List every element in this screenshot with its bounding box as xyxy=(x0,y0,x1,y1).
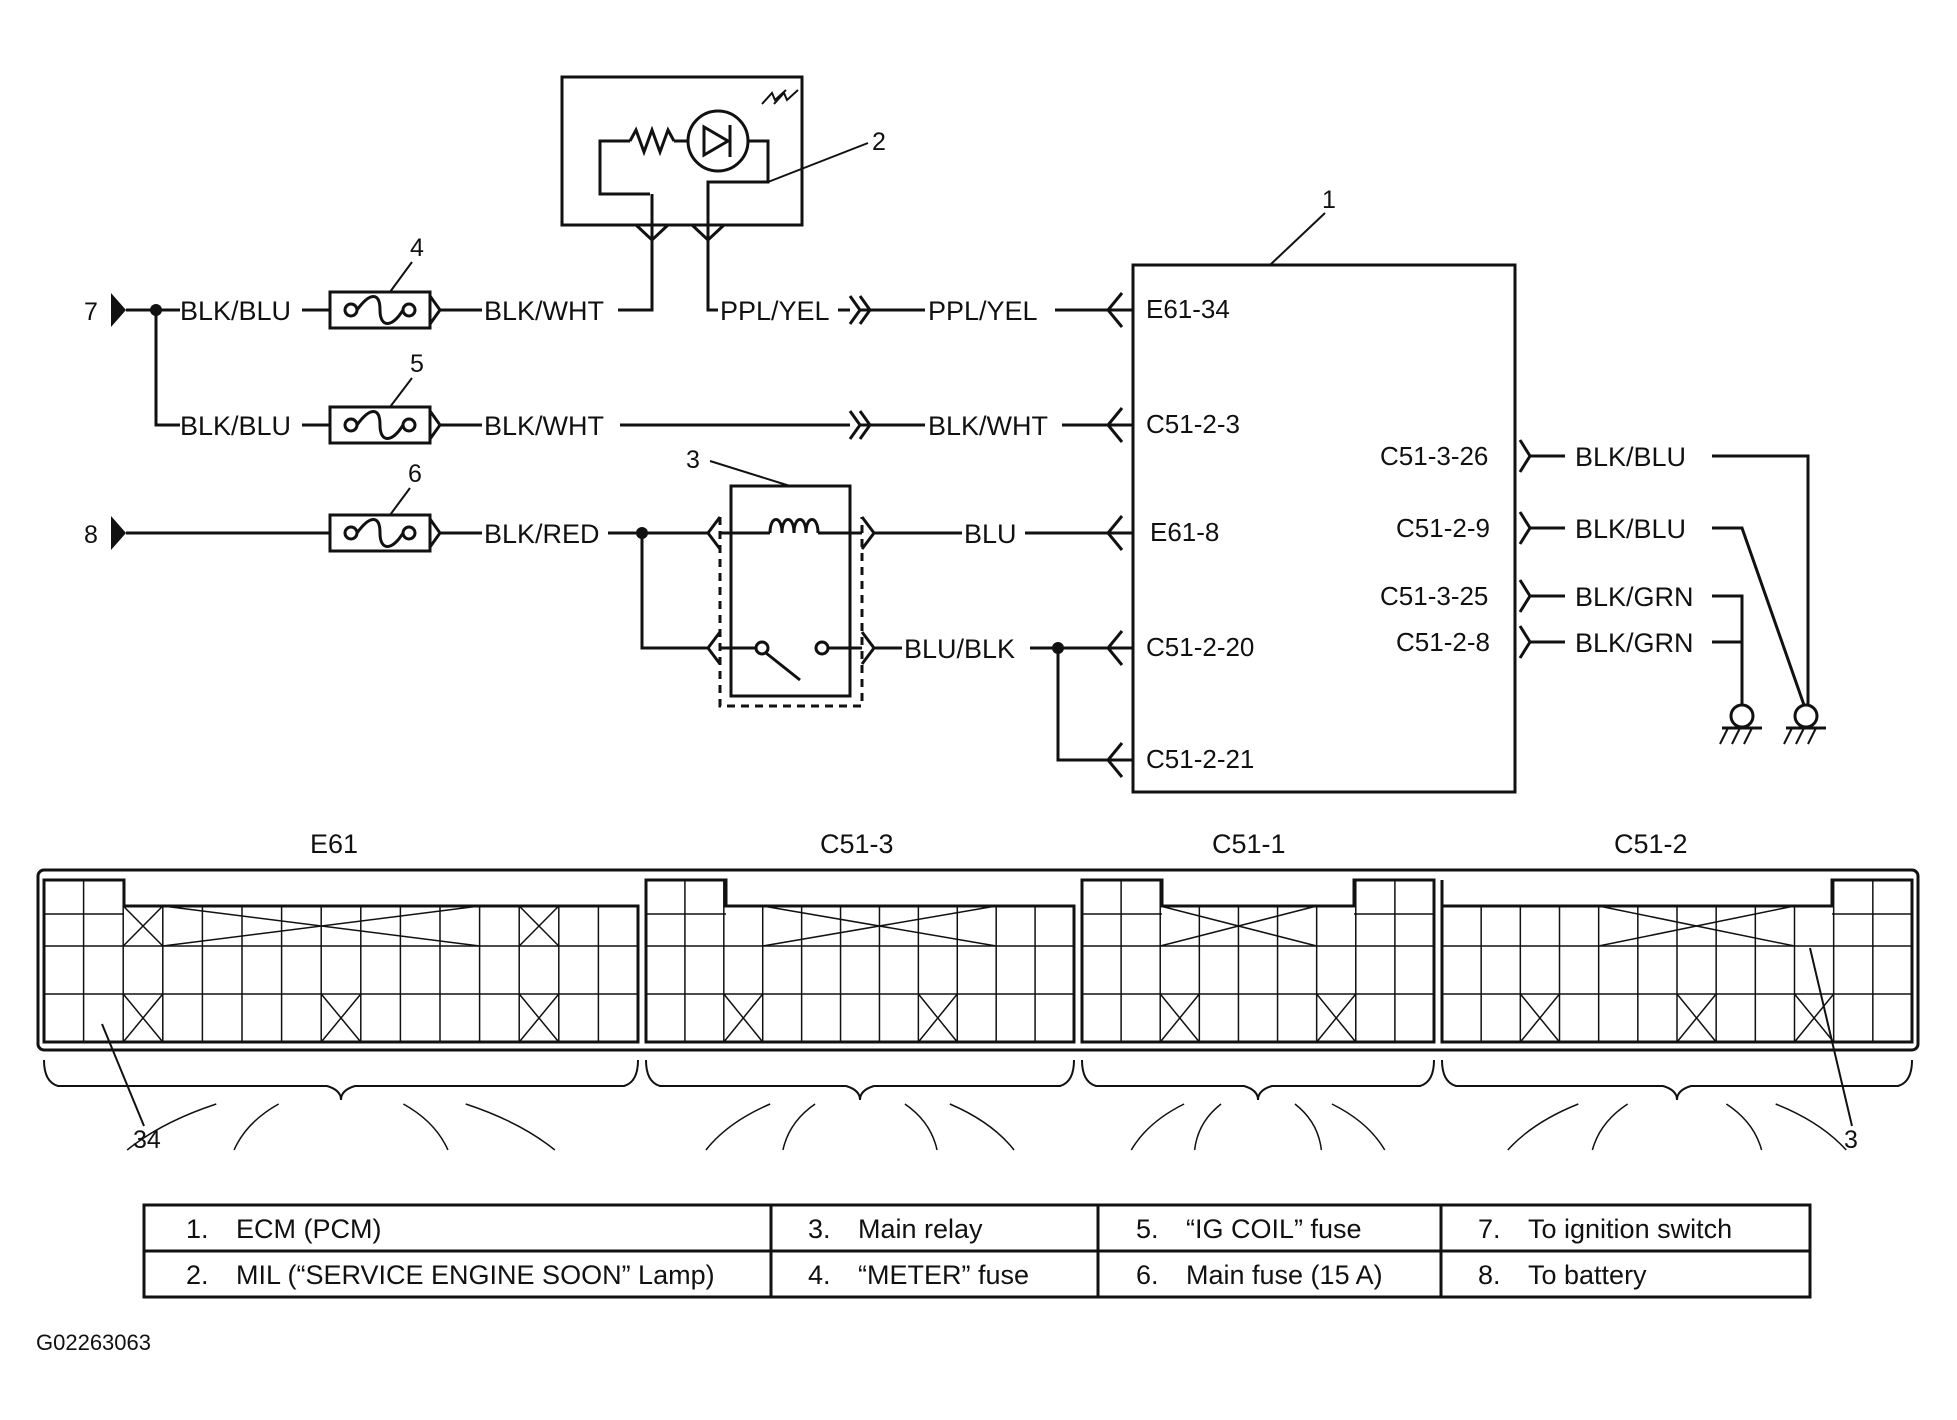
legend-table: 1. ECM (PCM) 2. MIL (“SERVICE ENGINE SOO… xyxy=(142,1203,1812,1299)
pin-c51-3-25: C51-3-25 xyxy=(1380,581,1488,611)
ignition-terminal-icon xyxy=(111,293,126,327)
main-fuse-icon xyxy=(328,513,442,553)
legend-num-1: 1. xyxy=(186,1214,209,1244)
legend-text-5: “IG COIL” fuse xyxy=(1186,1214,1362,1244)
legend-text-7: To ignition switch xyxy=(1528,1214,1732,1244)
callout-4: 4 xyxy=(410,234,424,262)
ecm-box: 1 xyxy=(1131,186,1517,794)
wire-r-blk-blu-2: BLK/BLU xyxy=(1575,514,1686,544)
wire-r-blk-grn-2: BLK/GRN xyxy=(1575,628,1694,658)
callout-2: 2 xyxy=(872,128,886,156)
legend-num-4: 4. xyxy=(808,1260,831,1290)
pin-c51-3-26: C51-3-26 xyxy=(1380,441,1488,471)
wire-blk-blu-top: BLK/BLU xyxy=(180,296,291,326)
legend-text-6: Main fuse (15 A) xyxy=(1186,1260,1383,1290)
row-ignition-meter: 7 BLK/BLU 4 BLK/WHT PPL/YEL PPL/YEL E61-… xyxy=(84,234,1230,330)
legend-num-8: 8. xyxy=(1478,1260,1501,1290)
connector-label-c51-3: C51-3 xyxy=(820,829,894,859)
callout-34: 34 xyxy=(133,1126,161,1154)
callout-3: 3 xyxy=(686,446,700,474)
pin-c51-2-3: C51-2-3 xyxy=(1146,409,1240,439)
main-relay: 3 xyxy=(686,446,876,708)
connector-label-c51-1: C51-1 xyxy=(1212,829,1286,859)
battery-terminal-icon xyxy=(111,516,126,550)
figure-code: G02263063 xyxy=(36,1330,151,1355)
callout-7: 7 xyxy=(84,298,98,326)
ground-circuits: C51-3-26 C51-2-9 C51-3-25 C51-2-8 BLK/BL… xyxy=(1380,439,1826,745)
legend-num-2: 2. xyxy=(186,1260,209,1290)
pin-e61-34: E61-34 xyxy=(1146,294,1230,324)
legend-text-3: Main relay xyxy=(858,1214,983,1244)
pin-e61-8: E61-8 xyxy=(1150,517,1219,547)
wire-blk-wht-mid-right: BLK/WHT xyxy=(928,411,1048,441)
legend-num-3: 3. xyxy=(808,1214,831,1244)
callout-1: 1 xyxy=(1322,186,1336,214)
wire-r-blk-blu-1: BLK/BLU xyxy=(1575,442,1686,472)
wire-r-blk-grn-1: BLK/GRN xyxy=(1575,582,1694,612)
legend-num-5: 5. xyxy=(1136,1214,1159,1244)
pin-c51-2-9: C51-2-9 xyxy=(1396,513,1490,543)
ground-icon xyxy=(1719,703,1762,745)
callout-3-right: 3 xyxy=(1844,1126,1858,1154)
connector-face-view: E61 C51-3 C51-1 C51-2 34 3 xyxy=(36,829,1920,1154)
legend-text-4: “METER” fuse xyxy=(858,1260,1029,1290)
ig-coil-fuse-icon xyxy=(328,405,442,445)
legend-num-6: 6. xyxy=(1136,1260,1159,1290)
relay-switch-icon xyxy=(720,640,862,682)
wire-blk-wht-top: BLK/WHT xyxy=(484,296,604,326)
legend-num-7: 7. xyxy=(1478,1214,1501,1244)
relay-coil-icon xyxy=(720,518,862,535)
pin-c51-2-20: C51-2-20 xyxy=(1146,632,1254,662)
callout-5: 5 xyxy=(410,350,424,378)
mil-lamp: 2 xyxy=(560,75,886,305)
ground-icon xyxy=(1783,703,1826,745)
legend-text-2: MIL (“SERVICE ENGINE SOON” Lamp) xyxy=(236,1260,715,1290)
pin-c51-2-8: C51-2-8 xyxy=(1396,627,1490,657)
wire-blu-blk: BLU/BLK xyxy=(904,634,1015,664)
wire-blk-blu-mid: BLK/BLU xyxy=(180,411,291,441)
row-ig-coil: BLK/BLU 5 BLK/WHT BLK/WHT C51-2-3 xyxy=(154,310,1240,445)
wire-blu: BLU xyxy=(964,519,1017,549)
wire-blk-wht-mid-left: BLK/WHT xyxy=(484,411,604,441)
pin-c51-2-21: C51-2-21 xyxy=(1146,744,1254,774)
connector-label-c51-2: C51-2 xyxy=(1614,829,1688,859)
callout-8: 8 xyxy=(84,521,98,549)
legend-text-1: ECM (PCM) xyxy=(236,1214,381,1244)
meter-fuse-icon xyxy=(328,290,442,330)
callout-6: 6 xyxy=(408,460,422,488)
wire-ppl-yel-left: PPL/YEL xyxy=(720,296,830,326)
legend-text-8: To battery xyxy=(1528,1260,1647,1290)
wire-blk-red: BLK/RED xyxy=(484,519,600,549)
row-battery-relay: 8 6 BLK/RED xyxy=(84,446,1254,778)
wire-ppl-yel-right: PPL/YEL xyxy=(928,296,1038,326)
connector-label-e61: E61 xyxy=(310,829,358,859)
light-emission-icon xyxy=(761,89,799,105)
